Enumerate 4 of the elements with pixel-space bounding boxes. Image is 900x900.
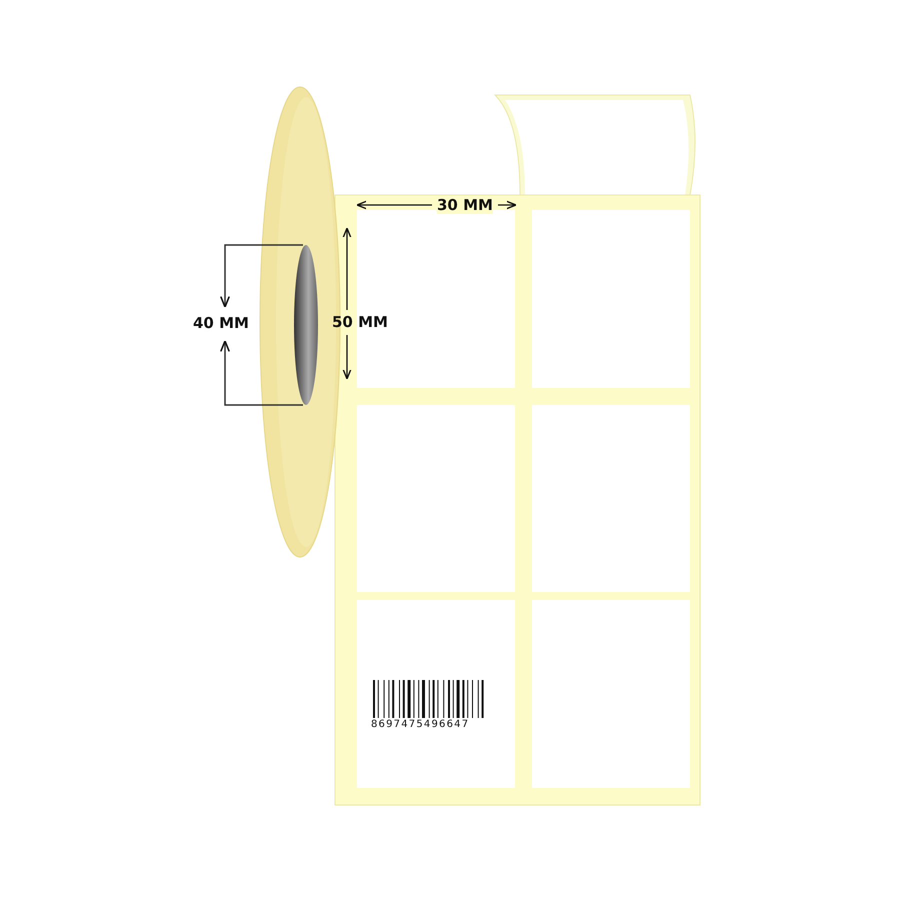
barcode-number: 8697475496647 (371, 719, 470, 731)
dimension-label: 40 MM (193, 314, 249, 332)
dimension-label: 50 MM (332, 313, 388, 331)
dimension-label: 30 MM (437, 196, 493, 214)
